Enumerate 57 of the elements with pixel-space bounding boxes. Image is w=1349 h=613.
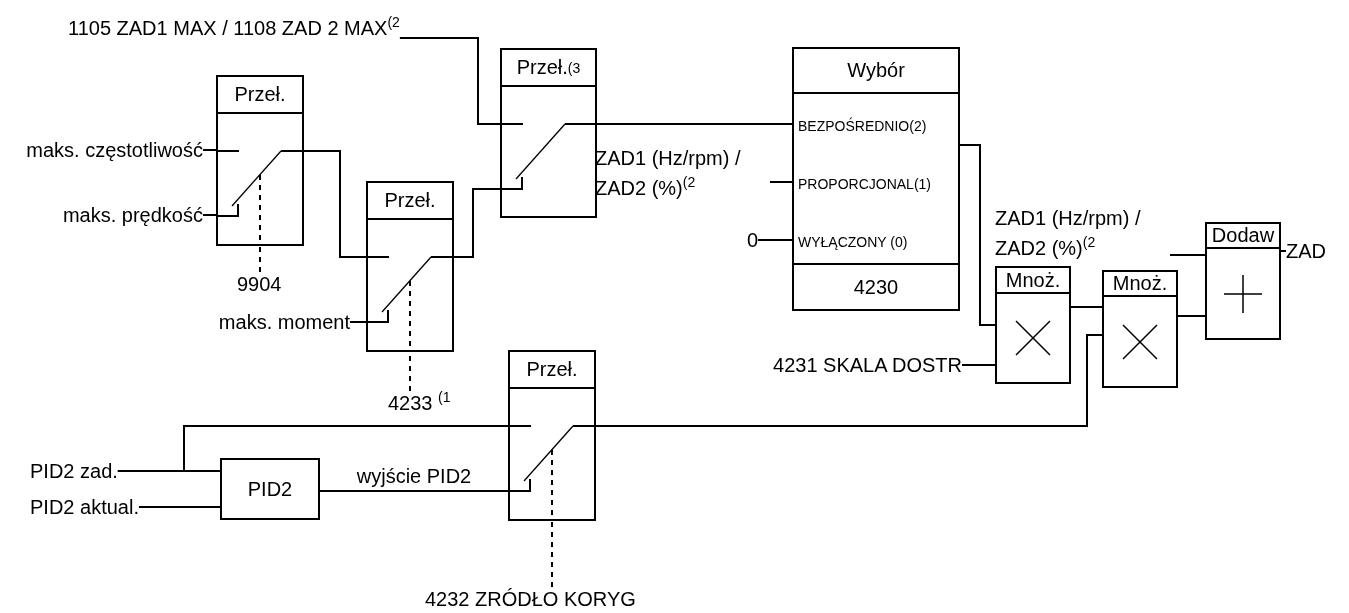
signal-label: ZAD1 (Hz/rpm) / ZAD2 (%)$^{(2}$ xyxy=(595,143,770,203)
block-title: Mnoż. xyxy=(997,268,1069,294)
connector-line xyxy=(1177,315,1206,317)
option-label: BEZPOŚREDNIO(2) xyxy=(797,116,928,136)
connector-line xyxy=(595,334,1103,427)
block-title: Mnoż. xyxy=(1104,272,1176,297)
block-title: PID2 xyxy=(247,477,293,501)
switch-block xyxy=(508,350,596,521)
dashed-control-line xyxy=(551,520,553,588)
block-title: Przeł. xyxy=(510,352,594,389)
connector-line xyxy=(319,490,509,492)
parameter-label: 4233 $^{(1}$ xyxy=(388,391,451,415)
switch-block xyxy=(216,75,304,246)
parameter-label: 1105 ZAD1 MAX / 1108 ZAD 2 MAX$^{(2}$ xyxy=(68,16,400,40)
connector-line xyxy=(349,321,367,323)
option-label: PROPORCJONAL(1) xyxy=(797,175,933,194)
connector-line xyxy=(1070,306,1103,308)
output-label: ZAD xyxy=(1286,239,1326,263)
controller-block xyxy=(220,458,320,520)
connector-line xyxy=(137,506,221,508)
signal-label: maks. częstotliwość xyxy=(26,138,203,162)
switch-block xyxy=(366,181,454,352)
connector-line xyxy=(303,150,367,258)
block-title: Przeł. xyxy=(218,77,302,114)
connector-line xyxy=(398,37,501,125)
signal-label: maks. moment xyxy=(218,310,350,334)
connector-line xyxy=(596,123,793,125)
connector-line xyxy=(453,188,501,258)
connector-line xyxy=(959,144,996,326)
block-title: Wybór xyxy=(794,49,958,94)
multiplier-block xyxy=(1102,270,1178,388)
connector-line xyxy=(769,181,793,183)
connector-line xyxy=(202,214,217,216)
signal-label: PID2 zad. xyxy=(30,459,118,483)
connector-line xyxy=(1280,250,1287,252)
signal-label: ZAD1 (Hz/rpm) / ZAD2 (%)$^{(2}$ xyxy=(995,203,1170,263)
connector-line xyxy=(961,364,996,366)
connector-line xyxy=(1169,254,1206,256)
constant-label: 0 xyxy=(746,228,758,252)
parameter-label: 4232 ZRÓDŁO KORYG xyxy=(425,587,636,611)
option-label: WYŁĄCZONY (0) xyxy=(797,233,909,252)
edge-label: wyjście PID2 xyxy=(356,465,472,487)
adder-block xyxy=(1205,222,1281,340)
connector-line xyxy=(202,149,217,151)
selector-block xyxy=(792,47,960,311)
switch-block xyxy=(500,48,597,218)
signal-label: PID2 aktual. xyxy=(30,495,139,519)
dashed-control-line xyxy=(259,245,261,273)
signal-label: maks. prędkość xyxy=(62,203,203,227)
block-title: Dodaw xyxy=(1207,224,1279,249)
parameter-number: 4230 xyxy=(852,274,900,300)
connector-line xyxy=(116,470,221,472)
parameter-label: 4231 SKALA DOSTR xyxy=(773,353,962,377)
connector-line xyxy=(757,239,793,241)
block-title: Przeł. xyxy=(368,183,452,220)
parameter-label: 9904 xyxy=(237,272,282,296)
multiplier-block xyxy=(995,266,1071,384)
